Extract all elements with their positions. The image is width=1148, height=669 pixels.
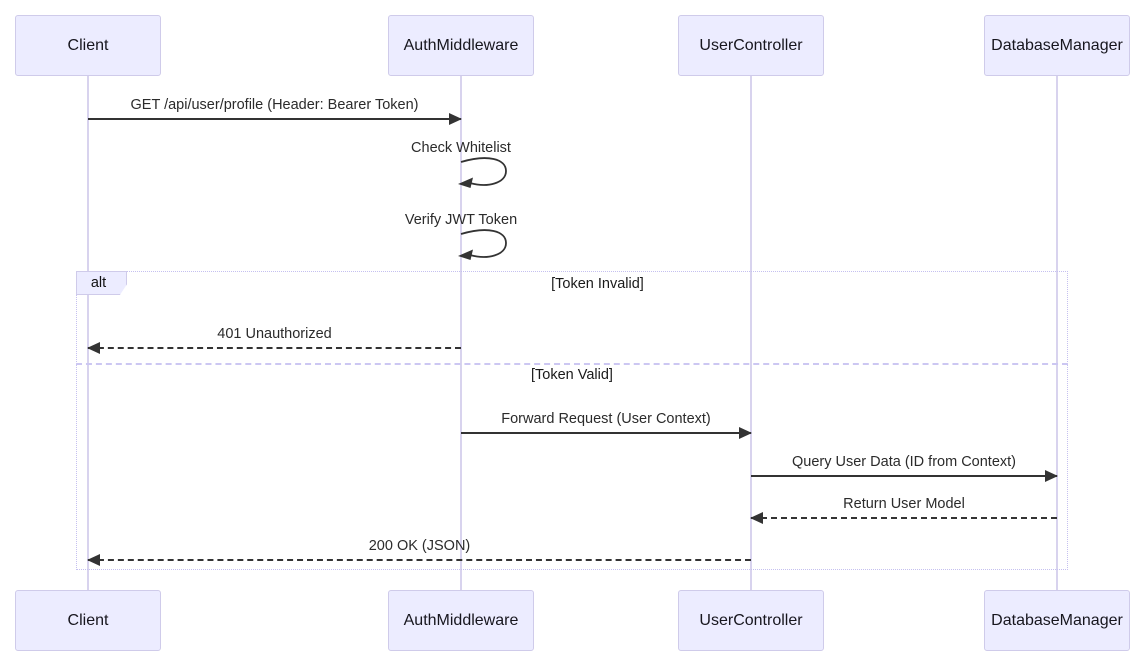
message-label-forward-request: Forward Request (User Context) xyxy=(501,411,711,427)
arrowhead-left-icon xyxy=(458,177,473,188)
arrowhead-right-icon xyxy=(449,113,462,125)
message-arrow-query-user-data xyxy=(751,470,1058,482)
arrow-line xyxy=(751,475,1057,477)
arrow-line xyxy=(88,118,461,120)
self-loop-check-whitelist xyxy=(458,157,507,188)
arrow-line xyxy=(88,559,751,561)
message-label-query-user-data: Query User Data (ID from Context) xyxy=(792,454,1016,470)
participant-label: Client xyxy=(67,611,109,629)
participant-usercontroller-top: UserController xyxy=(678,15,824,76)
arrowhead-left-icon xyxy=(458,249,473,260)
alt-frame xyxy=(76,271,1068,570)
message-label-return-user-model: Return User Model xyxy=(843,496,965,512)
self-loop-verify-jwt xyxy=(458,229,507,260)
participant-databasemanager-bottom: DatabaseManager xyxy=(984,590,1130,651)
message-label-verify-jwt: Verify JWT Token xyxy=(404,212,518,228)
alt-section-divider xyxy=(76,363,1068,365)
message-arrow-200-ok xyxy=(87,554,751,566)
arrow-line xyxy=(461,432,751,434)
participant-label: UserController xyxy=(699,36,803,54)
arrow-line xyxy=(751,517,1057,519)
lifeline-databasemanager xyxy=(1056,76,1058,590)
message-arrow-forward-request xyxy=(461,427,752,439)
participant-usercontroller-bottom: UserController xyxy=(678,590,824,651)
message-arrow-return-user-model xyxy=(750,512,1057,524)
participant-databasemanager-top: DatabaseManager xyxy=(984,15,1130,76)
participant-label: AuthMiddleware xyxy=(403,36,519,54)
message-label-200-ok: 200 OK (JSON) xyxy=(368,538,471,554)
participant-authmiddleware-top: AuthMiddleware xyxy=(388,15,534,76)
participant-client-bottom: Client xyxy=(15,590,161,651)
lifeline-usercontroller xyxy=(750,76,752,590)
alt-condition-token-invalid: [Token Invalid] xyxy=(551,276,644,292)
participant-label: UserController xyxy=(699,611,803,629)
message-arrow-401 xyxy=(87,342,461,354)
message-label-get-profile: GET /api/user/profile (Header: Bearer To… xyxy=(130,97,419,113)
participant-label: AuthMiddleware xyxy=(403,611,519,629)
arrow-line xyxy=(88,347,461,349)
arrowhead-right-icon xyxy=(739,427,752,439)
lifeline-authmiddleware xyxy=(460,76,462,590)
message-arrow-get-profile xyxy=(88,113,462,125)
arrowhead-left-icon xyxy=(87,342,100,354)
participant-authmiddleware-bottom: AuthMiddleware xyxy=(388,590,534,651)
participant-label: DatabaseManager xyxy=(991,611,1123,629)
participant-label: Client xyxy=(67,36,109,54)
arrowhead-right-icon xyxy=(1045,470,1058,482)
participant-label: DatabaseManager xyxy=(991,36,1123,54)
alt-operator-label: alt xyxy=(90,275,107,291)
arrowhead-left-icon xyxy=(750,512,763,524)
lifeline-client xyxy=(87,76,89,590)
arrowhead-left-icon xyxy=(87,554,100,566)
message-label-check-whitelist: Check Whitelist xyxy=(411,140,511,156)
message-label-401: 401 Unauthorized xyxy=(217,326,332,342)
alt-condition-token-valid: [Token Valid] xyxy=(531,367,613,383)
alt-operator-badge: alt xyxy=(76,271,127,295)
participant-client-top: Client xyxy=(15,15,161,76)
